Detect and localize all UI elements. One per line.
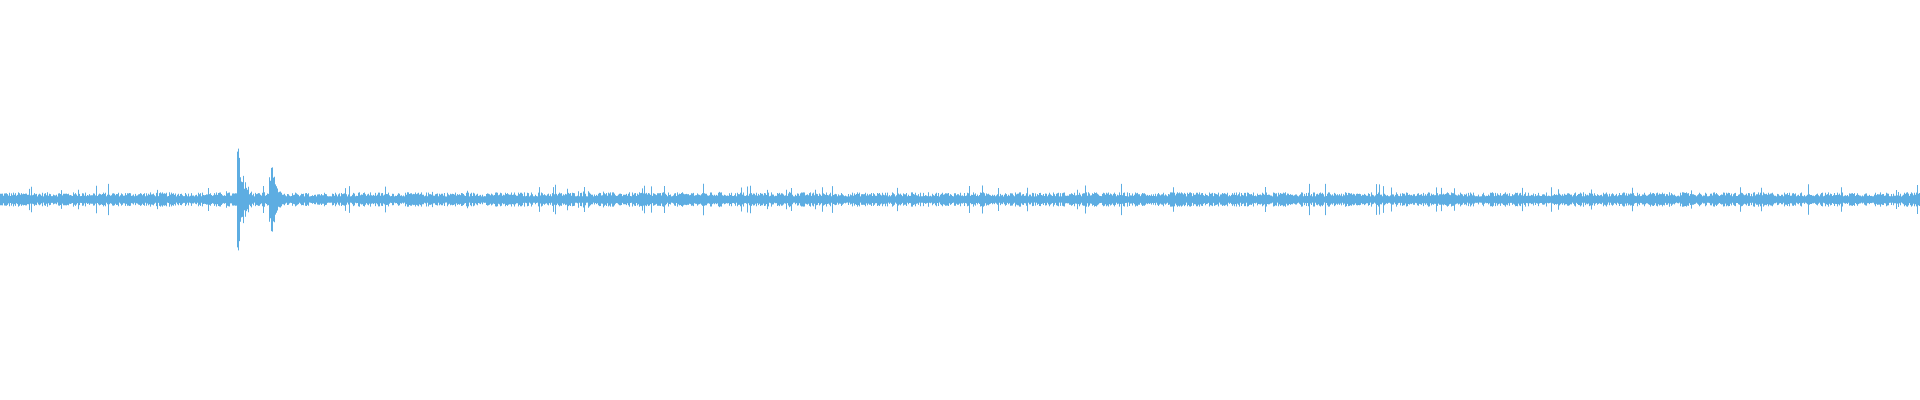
waveform-trace (0, 148, 1920, 251)
